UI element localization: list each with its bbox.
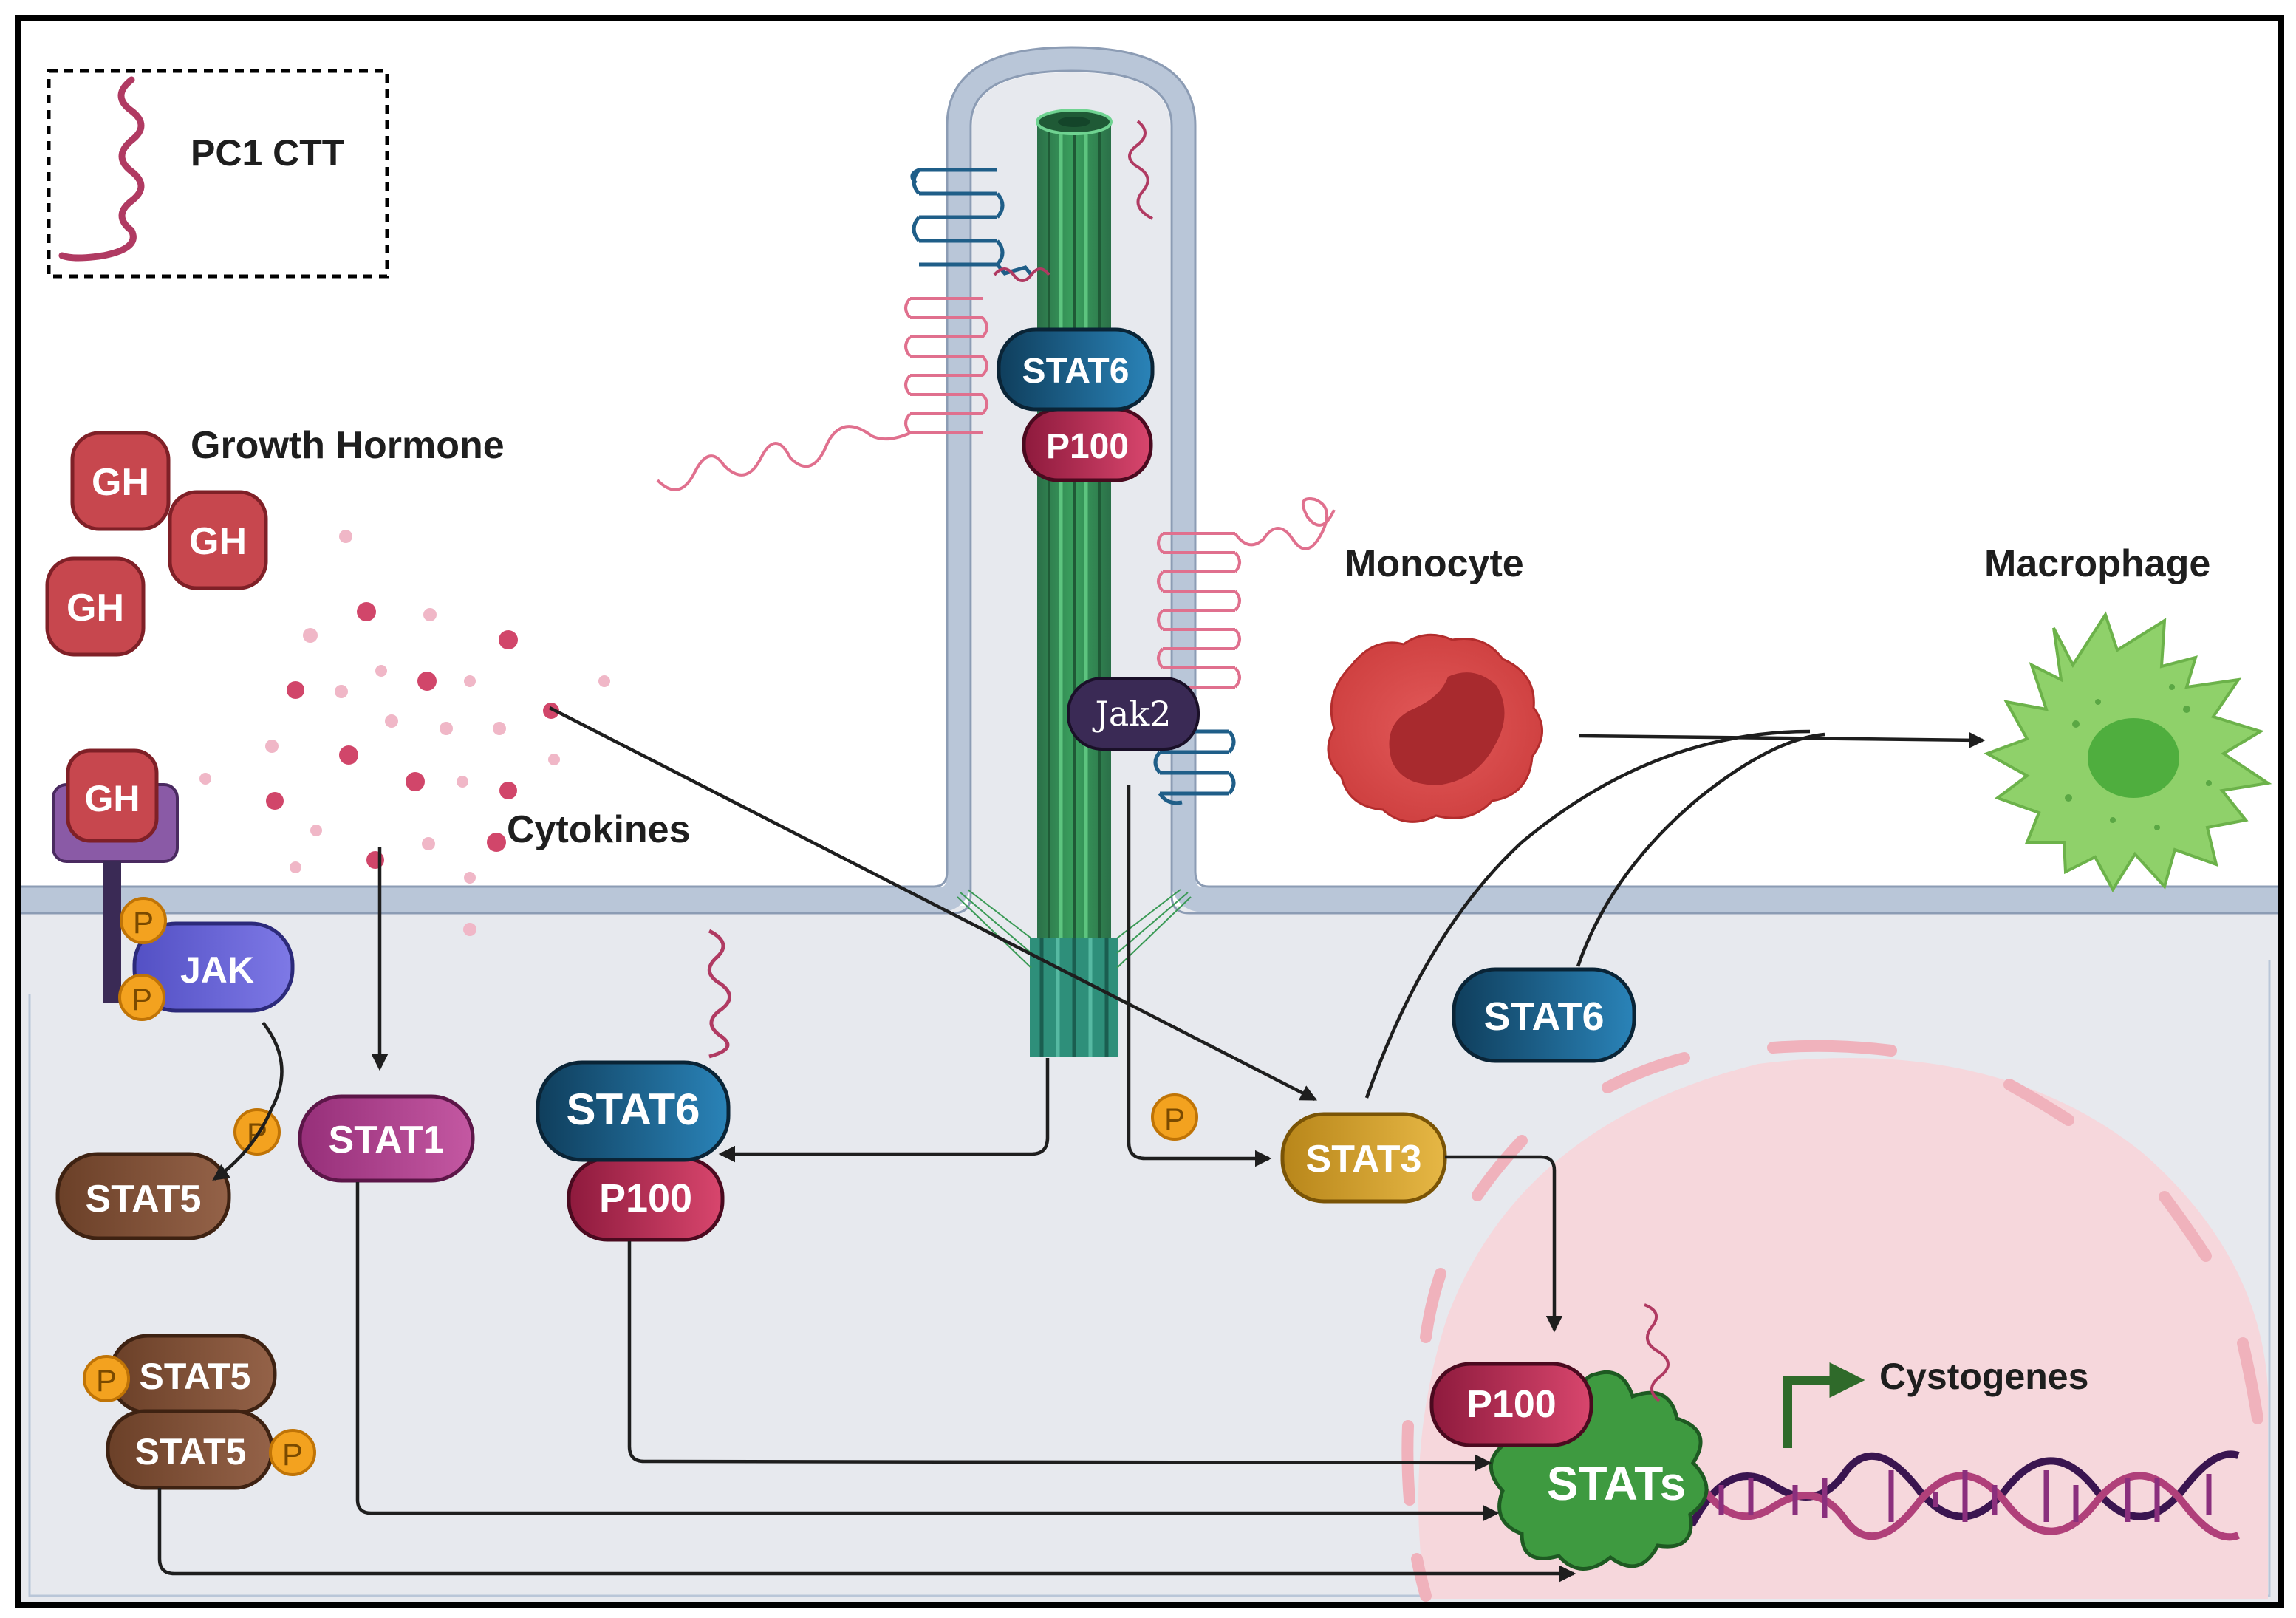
monocyte-cell xyxy=(1327,633,1543,823)
stat5-dimer-top-label: STAT5 xyxy=(140,1356,251,1397)
legend-box: PC1 CTT xyxy=(47,69,389,279)
dna-double-helix xyxy=(1688,1450,2240,1541)
stat1-protein xyxy=(298,1094,475,1183)
phospho-jak-2-label: P xyxy=(131,982,152,1017)
cytoplasmic-stat6-label: STAT6 xyxy=(1483,994,1604,1039)
gh-bound-label: GH xyxy=(85,778,140,819)
arrow-jak2-to-stat3 xyxy=(1127,785,1272,1167)
arrow-stat1-to-stats xyxy=(355,1182,1500,1522)
jak-kinase xyxy=(132,921,295,1013)
phospho-stat5 xyxy=(233,1108,281,1156)
phospho-jak-1 xyxy=(120,897,167,944)
pc1-ctt-nuclear xyxy=(1644,1303,1670,1402)
growth-hormone-label: Growth Hormone xyxy=(191,424,505,467)
stats-label: STATs xyxy=(1547,1457,1686,1510)
cytoplasm-p100-label: P100 xyxy=(599,1176,692,1221)
gh-receptor-stalk xyxy=(103,861,121,1003)
cytoplasm-stat6 xyxy=(536,1060,731,1162)
phospho-dimer-top-label: P xyxy=(96,1363,117,1398)
phospho-jak-2 xyxy=(118,974,165,1021)
macrophage-cell xyxy=(1984,611,2272,892)
cytoplasm-border xyxy=(28,960,2271,1597)
transcription-arrow xyxy=(1783,1362,1865,1448)
cilium-stat6-p100-complex: P100 STAT6 xyxy=(997,327,1155,482)
nuclear-p100 xyxy=(1429,1362,1593,1447)
gh-label-3: GH xyxy=(66,587,124,629)
arrow-monocyte-to-macrophage xyxy=(1579,731,1986,749)
arrow-stat3-to-macrophage xyxy=(1364,729,1811,1099)
gh-bound xyxy=(66,748,159,843)
gh-receptor-complex: GH JAK P P xyxy=(52,748,295,1021)
arrow-stat3-to-nucleus xyxy=(1445,1155,1563,1333)
stat1-label: STAT1 xyxy=(329,1119,445,1161)
nuclear-p100-label: P100 xyxy=(1466,1383,1556,1426)
cytokine-particles xyxy=(199,530,610,936)
jak2-label: Jak2 xyxy=(1092,694,1171,734)
plasma-membrane xyxy=(21,46,2278,912)
macrophage-label: Macrophage xyxy=(1984,542,2210,585)
monocyte-label: Monocyte xyxy=(1345,542,1524,585)
pc1-ctt-upper-wave xyxy=(993,267,1050,282)
plasma-membrane-outline xyxy=(21,46,2278,888)
stat5-dimer-bottom-label: STAT5 xyxy=(135,1431,247,1472)
phospho-dimer-top xyxy=(83,1355,130,1402)
phospho-dimer-bottom-label: P xyxy=(282,1437,303,1472)
cytokines-label: Cytokines xyxy=(507,808,691,851)
pc2-protein-upper xyxy=(910,168,1033,276)
gh-molecule-1 xyxy=(70,431,171,531)
gh-molecule-2 xyxy=(168,490,268,590)
cytoplasmic-stat6 xyxy=(1452,967,1636,1063)
plasma-membrane-inner-outline xyxy=(21,69,2278,915)
gh-label-1: GH xyxy=(92,461,149,504)
jak-label: JAK xyxy=(180,949,254,991)
pc1-ctt-legend-icon xyxy=(58,76,145,262)
stat5-label: STAT5 xyxy=(86,1178,202,1221)
pathway-arrows xyxy=(157,706,1986,1583)
arrow-jak-to-stat5 xyxy=(212,1021,284,1181)
phospho-jak2 xyxy=(1151,1093,1198,1141)
cilium-stat6-label: STAT6 xyxy=(1022,352,1130,391)
jak2-kinase xyxy=(1067,677,1200,751)
pc1-protein-right xyxy=(1157,497,1336,689)
stat3-label: STAT3 xyxy=(1306,1138,1422,1181)
phospho-jak-1-label: P xyxy=(133,905,154,940)
cilium-stat6 xyxy=(997,327,1155,412)
pc1-ctt-cytoplasm xyxy=(708,929,731,1059)
stat5-protein xyxy=(55,1152,231,1240)
growth-hormone-molecules: GH GH GH xyxy=(45,431,268,657)
phospho-jak2-label: P xyxy=(1164,1102,1185,1136)
cystogenes-label: Cystogenes xyxy=(1879,1356,2088,1397)
arrow-stat5-dimer-to-stats xyxy=(157,1488,1576,1583)
phospho-dimer-bottom xyxy=(269,1429,316,1476)
cytoplasm-stat6-label: STAT6 xyxy=(566,1085,700,1134)
gh-molecule-3 xyxy=(45,556,146,657)
arrow-cytokine-to-stat3 xyxy=(548,706,1318,1102)
arrow-cilium-to-stat6 xyxy=(718,1058,1050,1163)
legend-label: PC1 CTT xyxy=(191,132,344,174)
pc1-ctt-cilium-top xyxy=(1128,120,1153,220)
pc1-protein-left xyxy=(656,297,988,491)
gh-label-2: GH xyxy=(189,520,247,563)
arrow-p100-to-stats xyxy=(627,1241,1492,1472)
arrow-stat6-to-macrophage xyxy=(1576,732,1825,967)
cilium-p100-label: P100 xyxy=(1046,427,1129,466)
